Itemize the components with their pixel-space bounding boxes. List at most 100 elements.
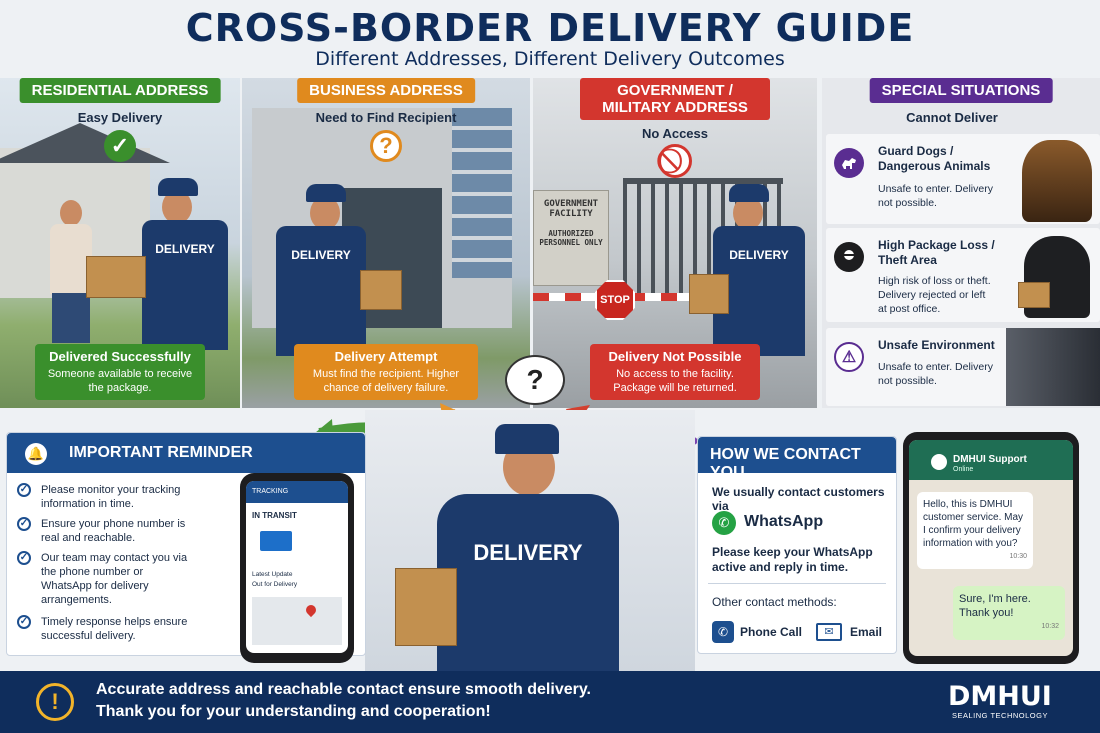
message-time: 10:32 — [1041, 623, 1059, 630]
office-windows — [452, 108, 512, 278]
contact-intro: We usually contact customers via — [712, 485, 885, 513]
facility-sign-title: GOVERNMENT FACILITY — [543, 199, 599, 219]
outcome-title: Delivered Successfully — [49, 349, 191, 364]
residential-outcome: Delivered Successfully Someone available… — [35, 344, 205, 400]
special-item-title: High Package Loss / Theft Area — [878, 238, 995, 267]
divider — [708, 583, 886, 584]
check-icon: ✓ — [17, 517, 31, 531]
contact-header: HOW WE CONTACT YOU — [698, 437, 896, 481]
thief-icon — [834, 242, 864, 272]
thought-question: ? — [526, 364, 544, 395]
phone-icon: ✆ — [712, 621, 734, 643]
tracking-phone: TRACKING IN TRANSIT Latest Update Out fo… — [240, 473, 354, 663]
whatsapp-icon: ✆ — [712, 511, 736, 535]
outcome-title: Delivery Not Possible — [608, 349, 742, 364]
courier-body: DELIVERY — [276, 226, 366, 356]
reminder-item-text: Please monitor your tracking information… — [41, 484, 181, 510]
chat-message-outgoing: Sure, I'm here. Thank you! 10:32 — [953, 586, 1065, 640]
resident-jeans — [52, 293, 90, 343]
package-box — [1018, 282, 1050, 308]
truck-icon — [260, 531, 292, 551]
brand-tagline: SEALING TECHNOLOGY — [952, 711, 1048, 720]
method-email[interactable]: Email — [850, 625, 883, 639]
business-outcome: Delivery Attempt Must find the recipient… — [294, 344, 478, 400]
special-item-text: High risk of loss or theft. Delivery rej… — [878, 275, 991, 315]
outcome-text: Must find the recipient. Higher chance o… — [312, 368, 460, 394]
government-panel: GOVERNMENT FACILITY AUTHORIZED PERSONNEL… — [533, 78, 817, 408]
government-outcome: Delivery Not Possible No access to the f… — [590, 344, 760, 400]
update-value: Out for Delivery — [252, 581, 298, 588]
dog-icon — [834, 148, 864, 178]
avatar — [931, 454, 947, 470]
special-item-text: Unsafe to enter. Delivery not possible. — [878, 361, 993, 387]
reminder-header: 🔔 IMPORTANT REMINDER — [7, 433, 365, 473]
courier-shirt-label: DELIVERY — [291, 248, 351, 262]
residential-label: Easy Delivery — [77, 110, 163, 125]
special-item-unsafe: ⚠ Unsafe Environment Unsafe to enter. De… — [826, 328, 1100, 406]
question-icon: ? — [370, 130, 402, 162]
gate-scene: GOVERNMENT FACILITY AUTHORIZED PERSONNEL… — [533, 78, 817, 408]
reminder-item: ✓Our team may contact you via the phone … — [17, 551, 191, 607]
resident-head — [60, 200, 82, 226]
special-item-theft: High Package Loss / Theft Area High risk… — [826, 228, 1100, 322]
reminder-item-text: Timely response helps ensure successful … — [41, 616, 188, 642]
guard-dog-image — [1022, 140, 1092, 222]
footer: ! Accurate address and reachable contact… — [0, 671, 1100, 733]
warning-icon: ⚠ — [834, 342, 864, 372]
package-box — [689, 274, 729, 314]
business-label: Need to Find Recipient — [315, 110, 457, 125]
map-thumbnail — [252, 597, 342, 645]
chat-header: DMHUI Support Online — [909, 440, 1073, 480]
reminder-title: IMPORTANT REMINDER — [69, 444, 253, 461]
contact-channel: WhatsApp — [744, 513, 824, 530]
reminder-item: ✓ Timely response helps ensure successful… — [17, 615, 191, 643]
email-icon: ✉ — [816, 623, 842, 641]
courier-shirt-label: DELIVERY — [155, 242, 215, 256]
special-item-text: Unsafe to enter. Delivery not possible. — [878, 183, 993, 209]
message-time: 10:30 — [1009, 553, 1027, 560]
tracking-status: IN TRANSIT — [252, 511, 297, 520]
reminder-item: ✓Please monitor your tracking informatio… — [17, 483, 191, 511]
footer-line-1: Accurate address and reachable contact e… — [96, 681, 591, 698]
chat-screen: DMHUI Support Online Hello, this is DMHU… — [909, 440, 1073, 656]
package-box — [395, 568, 457, 646]
courier-shirt-label: DELIVERY — [473, 540, 583, 565]
special-tag: SPECIAL SITUATIONS — [869, 78, 1053, 103]
footer-line-2: Thank you for your understanding and coo… — [96, 703, 491, 720]
check-icon: ✓ — [17, 551, 31, 565]
courier-cap — [306, 184, 346, 202]
chat-contact-status: Online — [953, 466, 974, 473]
chat-message-incoming: Hello, this is DMHUI customer service. M… — [917, 492, 1033, 569]
brand-logo: DMHUI — [948, 681, 1052, 712]
alert-icon: ! — [36, 683, 74, 721]
courier-shirt-label: DELIVERY — [729, 248, 789, 262]
check-icon: ✓ — [17, 615, 31, 629]
government-tag: GOVERNMENT / MILITARY ADDRESS — [580, 78, 770, 120]
resident-body — [50, 224, 92, 294]
outcome-text: Someone available to receive the package… — [47, 368, 193, 394]
courier-cap — [495, 424, 559, 454]
tracking-screen: TRACKING IN TRANSIT Latest Update Out fo… — [246, 481, 348, 653]
page-title: CROSS-BORDER DELIVERY GUIDE — [185, 6, 915, 50]
outcome-text: No access to the facility. Package will … — [613, 368, 737, 394]
method-phone[interactable]: Phone Call — [740, 625, 803, 639]
courier-cap — [158, 178, 198, 196]
package-box — [360, 270, 402, 310]
chat-contact-name: DMHUI Support — [953, 454, 1027, 465]
courier-body: DELIVERY — [142, 220, 228, 350]
center-scene: DELIVERY — [365, 410, 695, 672]
chat-phone: DMHUI Support Online Hello, this is DMHU… — [903, 432, 1079, 664]
page-subtitle: Different Addresses, Different Delivery … — [315, 48, 785, 70]
special-item-title: Guard Dogs / Dangerous Animals — [878, 144, 991, 173]
business-tag: BUSINESS ADDRESS — [297, 78, 475, 103]
message-text: Sure, I'm here. Thank you! — [959, 593, 1031, 619]
special-panel: SPECIAL SITUATIONS Cannot Deliver Guard … — [822, 78, 1100, 408]
check-icon: ✓ — [104, 130, 136, 162]
contact-title: HOW WE CONTACT YOU — [710, 446, 861, 481]
reminder-item-text: Ensure your phone number is real and rea… — [41, 518, 186, 544]
package-box — [86, 256, 146, 298]
other-methods-label: Other contact methods: — [712, 595, 837, 609]
courier-cap — [729, 184, 769, 202]
contact-card: HOW WE CONTACT YOU We usually contact cu… — [697, 436, 897, 654]
contact-note: Please keep your WhatsApp active and rep… — [712, 545, 873, 574]
